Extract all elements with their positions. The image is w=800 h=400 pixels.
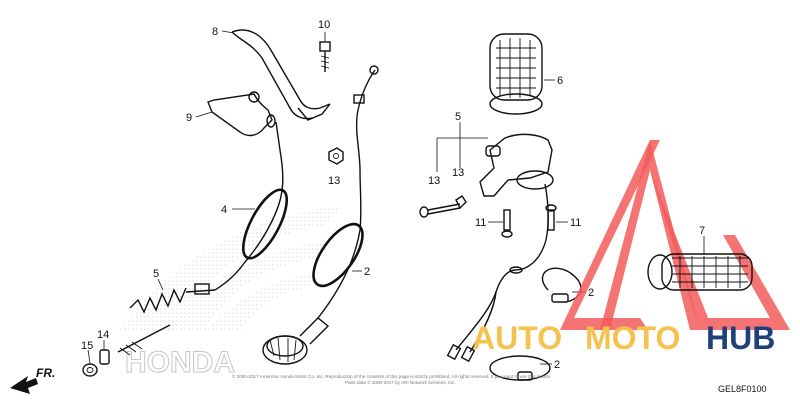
callout-3: 5 (455, 111, 461, 123)
part-13-nut-left (328, 147, 344, 165)
callout-15: 15 (81, 340, 93, 352)
watermark-hub: HUB (706, 320, 775, 356)
callout-2-lower: 2 (554, 359, 560, 371)
callout-12: 13 (428, 175, 440, 187)
part-11-screw-a (501, 209, 513, 238)
callout-2-upper: 2 (588, 287, 594, 299)
callout-5: 5 (153, 268, 159, 280)
watermark-moto: MOTO (585, 320, 680, 356)
part-1-knob (262, 317, 330, 365)
front-arrow: FR. (10, 366, 55, 394)
part-4-cable (214, 121, 289, 291)
part-7-grip (647, 253, 753, 291)
diagram-code: GEL8F0100 (718, 384, 767, 394)
part-5-spring (117, 283, 216, 356)
wing-logo-watermark (120, 205, 345, 330)
part-10-bolt (319, 41, 331, 72)
part-6-grip (489, 33, 543, 115)
part-15-nut (82, 363, 98, 377)
part-9-guide (207, 91, 276, 137)
callout-8: 8 (212, 26, 218, 38)
part-1-cable (312, 65, 379, 319)
callout-10: 10 (318, 19, 330, 31)
callout-1: 2 (364, 266, 370, 278)
honda-text-watermark: HONDA (125, 346, 235, 379)
copyright-line-2: Parts data © 2000-2017 by ARI Network Se… (345, 379, 456, 385)
part-8-lever (231, 29, 331, 121)
callout-11-right: 11 (570, 217, 581, 229)
callout-9: 9 (186, 112, 192, 124)
copyright-line-1: © 2000-2017 American Honda Motor Co. Inc… (232, 373, 551, 379)
front-arrow-label: FR. (36, 366, 55, 380)
automotohub-watermark: AUTO MOTO HUB (472, 140, 790, 356)
callout-11-left: 11 (475, 217, 486, 229)
callout-13-left: 13 (328, 175, 340, 187)
part-14-clip (99, 349, 110, 365)
callout-13-right: 13 (452, 167, 464, 179)
part-12-screw (419, 195, 467, 218)
callout-7: 7 (699, 225, 705, 237)
part-2-clamp-lower (489, 355, 551, 381)
callout-4: 4 (221, 204, 227, 216)
part-2-clamp-upper (541, 267, 582, 303)
callout-6: 6 (557, 75, 563, 87)
part-3-housing (479, 133, 554, 197)
callout-14: 14 (97, 329, 109, 341)
watermark-auto: AUTO (472, 320, 562, 356)
wire-harness (446, 183, 549, 363)
